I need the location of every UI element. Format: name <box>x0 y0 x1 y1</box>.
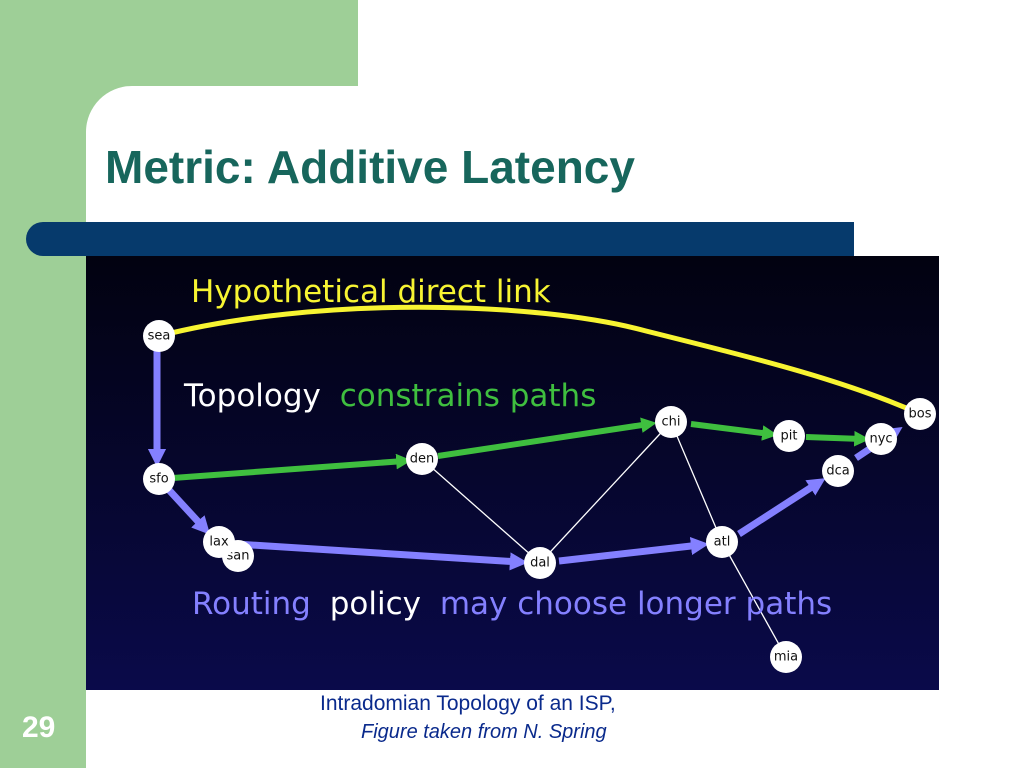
policy-path <box>147 351 903 571</box>
node-label-bos: bos <box>909 407 932 422</box>
heading-direct-link: Hypothetical direct link <box>191 274 551 310</box>
node-label-san: san <box>227 549 250 564</box>
figure-caption-line2: Figure taken from N. Spring <box>361 721 607 743</box>
node-chi <box>655 406 687 438</box>
node-atl <box>706 526 738 558</box>
node-label-dca: dca <box>826 464 849 479</box>
node-lax <box>203 526 235 558</box>
page-number: 29 <box>22 711 56 744</box>
routing-rest: may choose longer paths <box>440 586 832 622</box>
node-label-chi: chi <box>662 415 681 430</box>
node-label-mia: mia <box>774 650 798 665</box>
routing-word: Routing <box>192 586 311 622</box>
node-mia <box>770 641 802 673</box>
node-label-sfo: sfo <box>149 472 168 487</box>
top-right-background <box>358 0 1024 86</box>
heading-routing: Routing policy may choose longer paths <box>192 586 832 622</box>
top-left-band <box>0 0 358 86</box>
node-sfo <box>143 463 175 495</box>
node-sea <box>143 320 175 352</box>
policy-word: policy <box>330 586 421 622</box>
node-pit <box>773 420 805 452</box>
node-nyc <box>865 423 897 455</box>
node-label-atl: atl <box>714 535 731 550</box>
node-label-sea: sea <box>148 329 171 344</box>
node-label-dal: dal <box>530 556 550 571</box>
figure-caption-line1: Intradomian Topology of an ISP, <box>320 692 616 715</box>
topology-word: Topology <box>183 378 321 414</box>
node-den <box>406 443 438 475</box>
node-bos <box>904 398 936 430</box>
node-dal <box>524 547 556 579</box>
heading-topology: Topology constrains paths <box>183 378 596 414</box>
constrained-path <box>158 417 870 482</box>
slide-title: Metric: Additive Latency <box>105 141 635 193</box>
node-label-nyc: nyc <box>869 432 892 447</box>
node-label-den: den <box>410 452 435 467</box>
nodes: sea sfo san lax den dal chi atl pit nyc … <box>143 320 936 673</box>
node-label-pit: pit <box>781 429 798 444</box>
topology-rest: constrains paths <box>340 378 597 414</box>
direct-link-path <box>158 304 922 417</box>
node-label-lax: lax <box>209 535 229 550</box>
title-underline-bar <box>26 222 854 256</box>
other-links <box>421 421 787 658</box>
node-dca <box>822 455 854 487</box>
isp-topology-figure: sea sfo san lax den dal chi atl pit nyc … <box>86 256 939 690</box>
